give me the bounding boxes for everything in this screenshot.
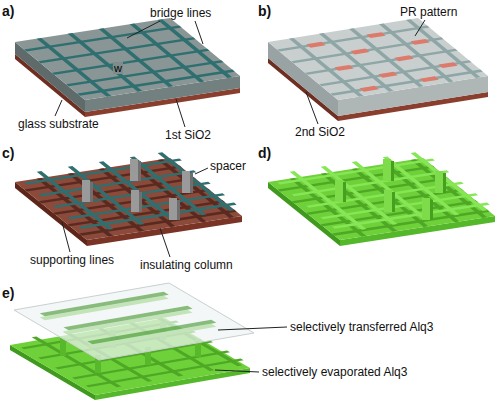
dimension-label: w bbox=[113, 62, 123, 74]
panel-letter: e) bbox=[2, 286, 14, 301]
part-label: insulating column bbox=[140, 259, 233, 272]
part-label: 1st SiO2 bbox=[165, 129, 211, 142]
panel-letter: c) bbox=[2, 146, 14, 161]
panel-letter: d) bbox=[258, 146, 271, 161]
panel-d-structure bbox=[268, 151, 495, 246]
panel-letter: a) bbox=[2, 4, 14, 19]
part-label: PR pattern bbox=[400, 6, 457, 19]
part-label: supporting lines bbox=[30, 254, 114, 267]
panel-e-structure bbox=[10, 283, 287, 400]
part-label: glass substrate bbox=[18, 118, 99, 131]
part-label: selectively evaporated Alq3 bbox=[262, 366, 407, 379]
part-label: 2nd SiO2 bbox=[295, 126, 345, 139]
part-label: spacer bbox=[210, 160, 246, 173]
panel-b-slab bbox=[268, 18, 488, 124]
part-label: bridge lines bbox=[150, 7, 211, 20]
part-label: selectively transferred Alq3 bbox=[290, 321, 433, 334]
panel-letter: b) bbox=[258, 4, 271, 19]
panel-c-structure bbox=[15, 151, 242, 257]
panel-a-slab bbox=[15, 18, 240, 127]
